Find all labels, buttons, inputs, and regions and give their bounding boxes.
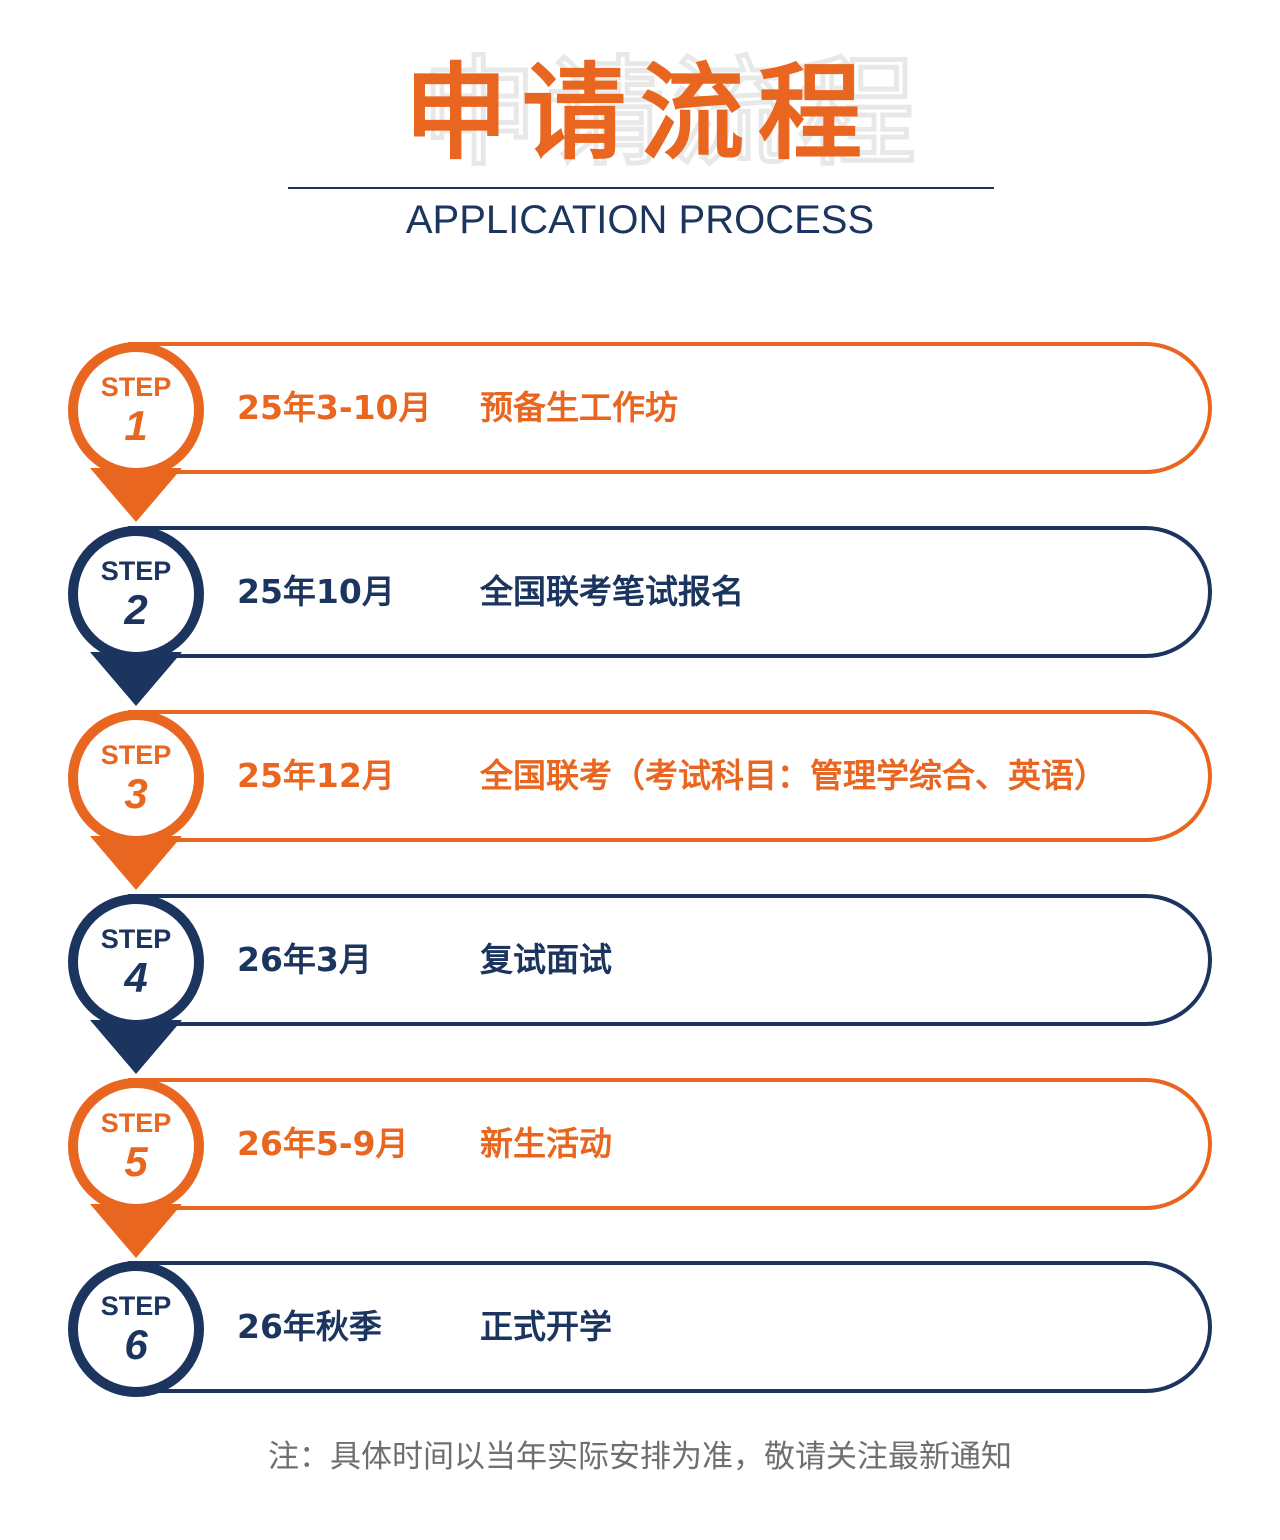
step-event: 复试面试 xyxy=(480,940,612,979)
step-event: 全国联考笔试报名 xyxy=(480,572,744,611)
title-watermark: 申请流程 xyxy=(419,44,924,182)
step-item: STEP 2 25年10月 全国联考笔试报名 xyxy=(0,526,1280,706)
step-label: STEP xyxy=(100,740,172,770)
step-label: STEP xyxy=(100,1108,172,1138)
step-badge: STEP 6 xyxy=(68,1261,204,1397)
step-label: STEP xyxy=(100,372,172,402)
step-date: 26年3月 xyxy=(237,940,372,979)
step-pill xyxy=(128,342,1212,474)
title-block: 申请流程 申请流程 xyxy=(0,44,1280,182)
step-number: 2 xyxy=(124,586,148,633)
step-pill xyxy=(128,1261,1212,1393)
step-badge: STEP 4 xyxy=(68,894,204,1030)
page-header: 申请流程 申请流程 APPLICATION PROCESS xyxy=(0,0,1280,260)
step-number: 3 xyxy=(124,770,148,817)
step-badge: STEP 5 xyxy=(68,1078,204,1214)
step-pill xyxy=(128,894,1212,1026)
step-date: 26年5-9月 xyxy=(237,1124,409,1163)
step-label: STEP xyxy=(100,924,172,954)
step-label: STEP xyxy=(100,556,172,586)
step-item: STEP 3 25年12月 全国联考（考试科目：管理学综合、英语） xyxy=(0,710,1280,890)
step-event: 新生活动 xyxy=(480,1124,612,1163)
step-badge: STEP 2 xyxy=(68,526,204,662)
step-number: 4 xyxy=(124,954,148,1001)
step-event: 全国联考（考试科目：管理学综合、英语） xyxy=(480,756,1107,795)
page-title: 申请流程 xyxy=(403,52,876,174)
step-number: 6 xyxy=(124,1321,148,1368)
step-item: STEP 6 26年秋季 正式开学 xyxy=(0,1261,1280,1401)
step-badge: STEP 1 xyxy=(68,342,204,478)
step-event: 正式开学 xyxy=(480,1307,612,1346)
step-number: 5 xyxy=(124,1138,148,1185)
step-date: 25年12月 xyxy=(237,756,395,795)
title-divider xyxy=(288,187,994,189)
step-pill xyxy=(128,1078,1212,1210)
step-number: 1 xyxy=(124,402,148,449)
step-event: 预备生工作坊 xyxy=(480,388,678,427)
footnote: 注：具体时间以当年实际安排为准，敬请关注最新通知 xyxy=(268,1439,1012,1475)
step-date: 25年3-10月 xyxy=(237,388,432,427)
step-item: STEP 1 25年3-10月 预备生工作坊 xyxy=(0,342,1280,522)
step-pill xyxy=(128,526,1212,658)
step-date: 26年秋季 xyxy=(237,1307,382,1346)
step-pill xyxy=(128,710,1212,842)
step-label: STEP xyxy=(100,1291,172,1321)
page-subtitle: APPLICATION PROCESS xyxy=(405,198,875,242)
step-date: 25年10月 xyxy=(237,572,395,611)
step-badge: STEP 3 xyxy=(68,710,204,846)
step-item: STEP 5 26年5-9月 新生活动 xyxy=(0,1078,1280,1258)
step-item: STEP 4 26年3月 复试面试 xyxy=(0,894,1280,1074)
